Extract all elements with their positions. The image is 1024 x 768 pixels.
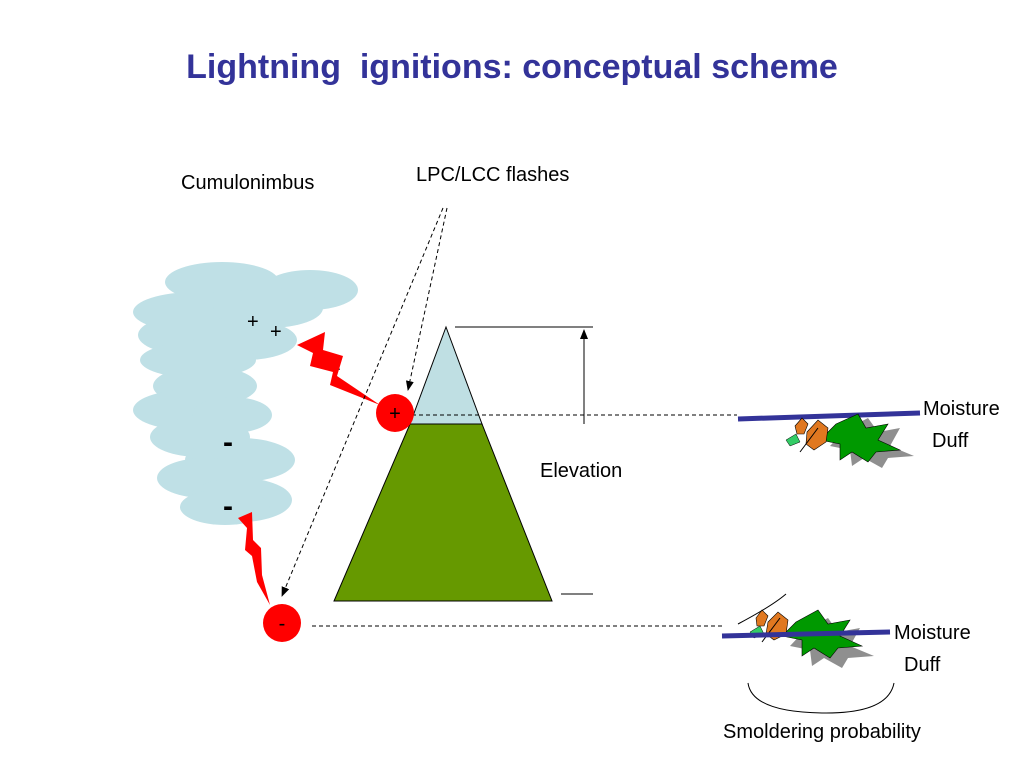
smoldering-brace	[747, 682, 895, 714]
moisture-label-top: Moisture	[923, 398, 1000, 420]
ground-minus-sign: -	[279, 613, 286, 635]
ground-plus-sign: +	[389, 403, 401, 425]
elevation-label: Elevation	[540, 460, 622, 482]
smoldering-label: Smoldering probability	[723, 721, 921, 743]
cloud-minus-sign: -	[223, 426, 233, 459]
moisture-label-bottom: Moisture	[894, 622, 971, 644]
duff-leaf-cluster-icon	[785, 413, 914, 468]
ground-positive-charge	[376, 394, 414, 432]
duff-label-top: Duff	[932, 430, 969, 452]
flash-pointer-arrow	[405, 207, 448, 391]
cloud-minus-sign: -	[223, 490, 233, 523]
mountain-peak	[409, 325, 483, 425]
negative-lightning-bolt	[238, 512, 270, 605]
slide-title: Lightning ignitions: conceptual scheme	[186, 48, 838, 86]
duff-depth-arc	[737, 593, 787, 625]
duff-label-bottom: Duff	[904, 654, 941, 676]
flash-pointer-arrow	[281, 207, 444, 597]
ground-line-top	[737, 410, 921, 422]
cumulonimbus-label: Cumulonimbus	[181, 172, 314, 194]
cumulonimbus-cloud	[133, 262, 358, 525]
ground-line-bottom	[721, 629, 891, 639]
cloud-plus-sign: +	[247, 311, 259, 333]
positive-lightning-bolt	[297, 332, 380, 405]
duff-leaf-cluster-icon	[749, 609, 874, 668]
cloud-plus-sign: +	[270, 321, 282, 343]
mountain-base	[333, 423, 553, 602]
ground-negative-charge	[263, 604, 301, 642]
flashes-label: LPC/LCC flashes	[416, 164, 569, 186]
